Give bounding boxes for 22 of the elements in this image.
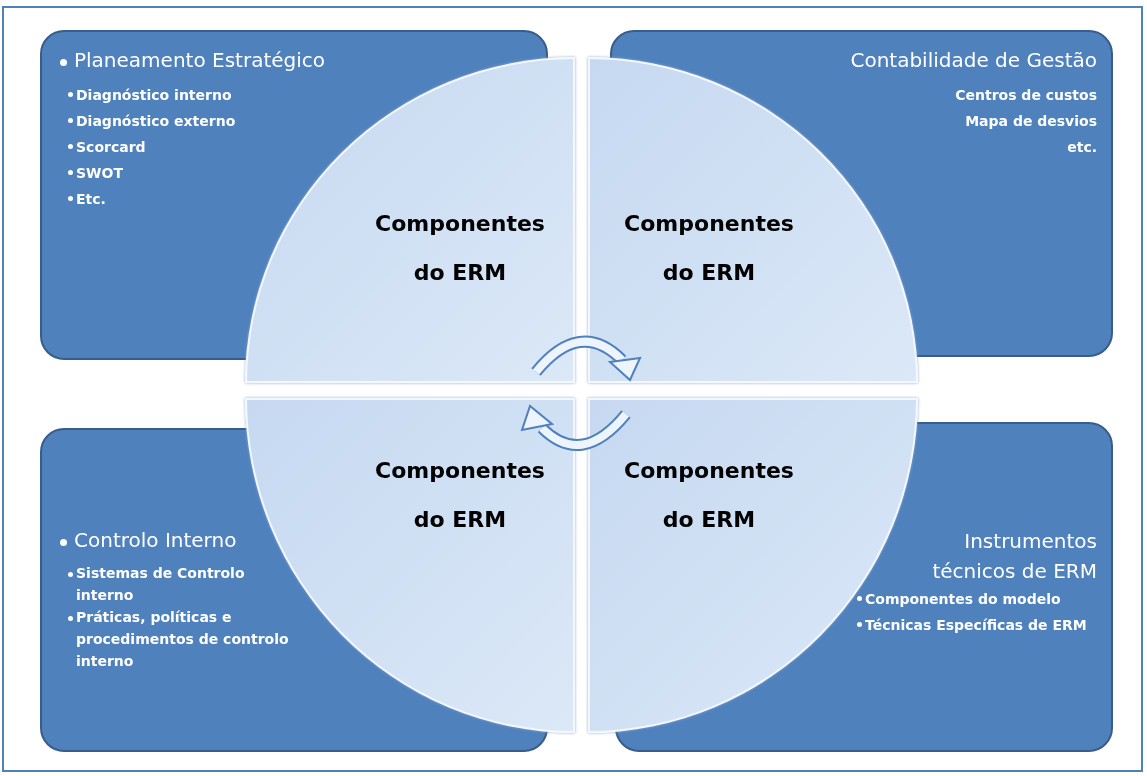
quadrant-label: Componentes do ERM bbox=[624, 210, 794, 287]
bullet-item: Diagnóstico externo bbox=[76, 112, 237, 131]
bullet-item: Scorcard bbox=[76, 138, 147, 157]
bullet-item: Componentes do modelo bbox=[865, 590, 1062, 609]
bullet-item: Técnicas Específicas de ERM bbox=[865, 616, 1088, 635]
quadrant-label: Componentes do ERM bbox=[375, 210, 545, 287]
bullet-item: Sistemas de Controlo interno bbox=[76, 564, 246, 605]
panel-heading: Contabilidade de Gestão bbox=[849, 48, 1097, 72]
bullet-item: Mapa de desvios bbox=[964, 112, 1097, 131]
panel-heading: Instrumentos técnicos de ERM bbox=[931, 528, 1097, 585]
panel-heading: Planeamento Estratégico bbox=[74, 48, 325, 72]
bullet-item: SWOT bbox=[76, 164, 124, 183]
bullet-item: Práticas, políticas e procedimentos de controlo interno bbox=[76, 608, 290, 671]
bullet-item: etc. bbox=[1066, 138, 1097, 157]
curved-arrow bbox=[531, 335, 642, 382]
quadrant-label: Componentes do ERM bbox=[375, 457, 545, 534]
bullet-item: Centros de custos bbox=[954, 86, 1097, 105]
quadrant-label: Componentes do ERM bbox=[624, 457, 794, 534]
bullet-item: Diagnóstico interno bbox=[76, 86, 233, 105]
curved-arrow bbox=[520, 404, 631, 451]
panel-heading: Controlo Interno bbox=[74, 528, 237, 552]
bullet-item: Etc. bbox=[76, 190, 107, 209]
